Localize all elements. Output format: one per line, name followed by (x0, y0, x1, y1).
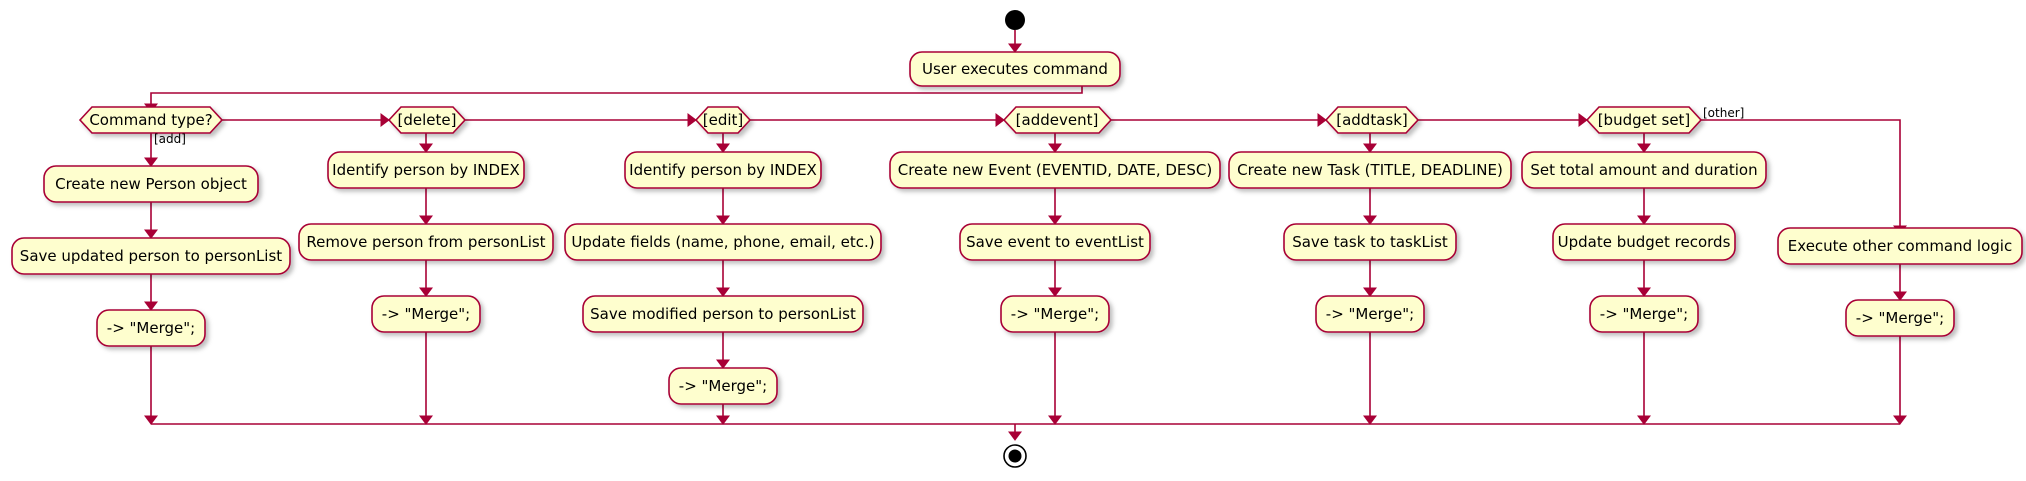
action-save-modified-person-label: Save modified person to personList (590, 305, 856, 323)
action-merge-other: -> "Merge"; (1845, 299, 1955, 337)
decision-command-type-label: Command type? (89, 111, 212, 129)
guard-add: [add] (154, 132, 186, 146)
action-merge-add-label: -> "Merge"; (107, 319, 195, 337)
action-merge-delete-label: -> "Merge"; (382, 305, 470, 323)
action-merge-edit-label: -> "Merge"; (679, 377, 767, 395)
action-remove-person-label: Remove person from personList (306, 233, 545, 251)
action-identify-person-edit: Identify person by INDEX (624, 151, 822, 189)
action-identify-person-delete-label: Identify person by INDEX (332, 161, 520, 179)
action-merge-addevent: -> "Merge"; (1000, 295, 1110, 333)
decision-edit: [edit] (694, 106, 752, 134)
action-save-modified-person: Save modified person to personList (582, 295, 864, 333)
action-merge-addevent-label: -> "Merge"; (1011, 305, 1099, 323)
decision-command-type: Command type? (78, 106, 224, 134)
action-create-event-label: Create new Event (EVENTID, DATE, DESC) (898, 161, 1213, 179)
action-set-budget-label: Set total amount and duration (1530, 161, 1757, 179)
action-merge-budget: -> "Merge"; (1589, 295, 1699, 333)
decision-addtask: [addtask] (1324, 106, 1420, 134)
decision-addevent-label: [addevent] (1016, 111, 1099, 129)
start-node (1005, 10, 1025, 30)
action-save-updated-person: Save updated person to personList (11, 237, 291, 275)
action-merge-edit: -> "Merge"; (668, 367, 778, 405)
action-remove-person: Remove person from personList (298, 223, 554, 261)
action-merge-add: -> "Merge"; (96, 309, 206, 347)
action-create-person: Create new Person object (43, 165, 259, 203)
decision-delete-label: [delete] (398, 111, 457, 129)
action-set-budget: Set total amount and duration (1521, 151, 1767, 189)
action-execute-other: Execute other command logic (1777, 227, 2023, 265)
action-create-task-label: Create new Task (TITLE, DEADLINE) (1237, 161, 1503, 179)
action-user-executes: User executes command (909, 51, 1121, 87)
action-user-executes-label: User executes command (922, 60, 1108, 78)
action-identify-person-delete: Identify person by INDEX (327, 151, 525, 189)
action-save-event: Save event to eventList (959, 223, 1151, 261)
decision-addevent: [addevent] (1002, 106, 1113, 134)
end-node (1003, 444, 1027, 468)
decision-addtask-label: [addtask] (1336, 111, 1408, 129)
action-update-fields: Update fields (name, phone, email, etc.) (564, 223, 882, 261)
action-update-fields-label: Update fields (name, phone, email, etc.) (571, 233, 874, 251)
action-merge-addtask: -> "Merge"; (1315, 295, 1425, 333)
decision-edit-label: [edit] (703, 111, 744, 129)
guard-other: [other] (1703, 106, 1744, 120)
action-merge-budget-label: -> "Merge"; (1600, 305, 1688, 323)
action-create-task: Create new Task (TITLE, DEADLINE) (1228, 151, 1512, 189)
action-update-budget-label: Update budget records (1558, 233, 1731, 251)
action-update-budget: Update budget records (1552, 223, 1736, 261)
decision-budget-label: [budget set] (1598, 111, 1691, 129)
action-save-event-label: Save event to eventList (966, 233, 1144, 251)
action-save-updated-person-label: Save updated person to personList (20, 247, 282, 265)
action-save-task: Save task to taskList (1283, 223, 1457, 261)
action-create-event: Create new Event (EVENTID, DATE, DESC) (889, 151, 1221, 189)
action-identify-person-edit-label: Identify person by INDEX (629, 161, 817, 179)
decision-budget: [budget set] (1585, 106, 1703, 134)
action-merge-addtask-label: -> "Merge"; (1326, 305, 1414, 323)
action-merge-other-label: -> "Merge"; (1856, 309, 1944, 327)
action-merge-delete: -> "Merge"; (371, 295, 481, 333)
action-save-task-label: Save task to taskList (1292, 233, 1448, 251)
action-execute-other-label: Execute other command logic (1788, 237, 2012, 255)
decision-delete: [delete] (387, 106, 467, 134)
action-create-person-label: Create new Person object (55, 175, 247, 193)
